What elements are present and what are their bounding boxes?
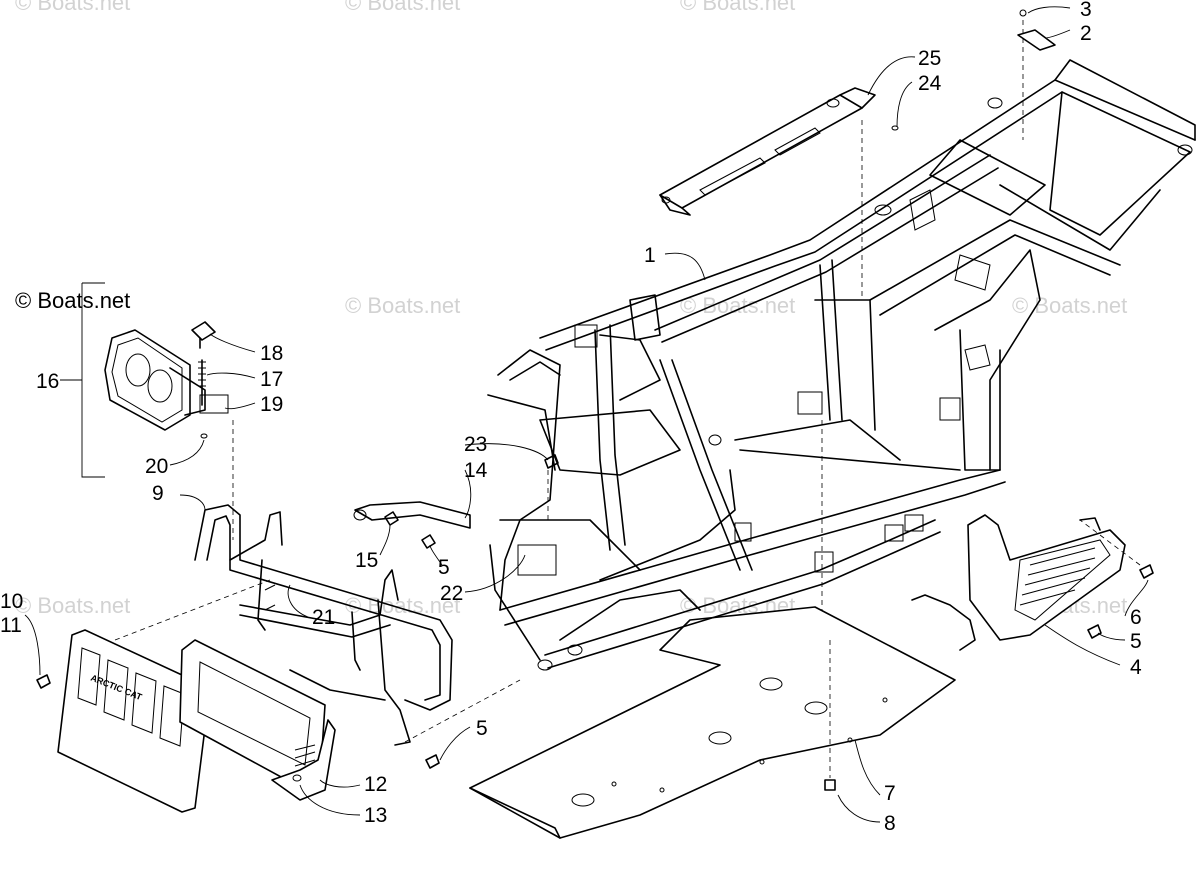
watermark-top-1: © Boats.net xyxy=(345,0,460,15)
mount-bracket xyxy=(353,501,471,529)
watermark-low-0: © Boats.net xyxy=(15,593,130,618)
callout-25: 25 xyxy=(918,47,941,70)
callout-3: 3 xyxy=(1080,0,1092,21)
callout-23: 23 xyxy=(464,433,487,456)
front-rack-bumper xyxy=(194,504,453,746)
callout-10: 10 xyxy=(0,590,23,613)
callout-24: 24 xyxy=(918,72,942,95)
callout-14: 14 xyxy=(464,459,488,482)
leader-lines xyxy=(24,6,1149,823)
heat-shield xyxy=(659,87,876,216)
callout-19: 19 xyxy=(260,393,283,416)
callout-labels: 3 2 25 24 1 18 17 19 16 20 9 23 14 15 5 … xyxy=(0,0,1142,835)
front-bumper-plate xyxy=(179,639,336,801)
watermark-top-0: © Boats.net xyxy=(15,0,130,15)
callout-4: 4 xyxy=(1130,656,1142,679)
callout-18: 18 xyxy=(260,342,283,365)
callout-5-upper: 5 xyxy=(438,556,450,579)
callout-5-right: 5 xyxy=(1130,630,1142,653)
callout-1: 1 xyxy=(644,244,656,267)
callout-13: 13 xyxy=(364,804,387,827)
headlight xyxy=(104,329,229,431)
callout-2: 2 xyxy=(1080,22,1092,45)
callout-8: 8 xyxy=(884,812,896,835)
watermarks: © Boats.net © Boats.net © Boats.net © Bo… xyxy=(15,0,1127,618)
callout-6: 6 xyxy=(1130,606,1142,629)
watermark-mid-3: © Boats.net xyxy=(1012,293,1127,318)
footrest xyxy=(911,514,1126,651)
copyright-label: © Boats.net xyxy=(15,288,131,313)
watermark-mid-1: © Boats.net xyxy=(345,293,460,318)
callout-9: 9 xyxy=(152,482,164,505)
callout-21: 21 xyxy=(312,606,335,629)
fasteners xyxy=(36,9,1154,791)
callout-15: 15 xyxy=(355,549,378,572)
callout-5-lower: 5 xyxy=(476,717,488,740)
callout-11: 11 xyxy=(0,614,22,637)
callout-17: 17 xyxy=(260,368,283,391)
front-grille: ARCTIC CAT xyxy=(57,629,211,813)
callout-20: 20 xyxy=(145,455,168,478)
watermark-top-2: © Boats.net xyxy=(680,0,795,15)
skid-plate xyxy=(469,606,956,839)
callout-22: 22 xyxy=(440,582,463,605)
callout-7: 7 xyxy=(884,782,896,805)
callout-12: 12 xyxy=(364,773,387,796)
main-frame xyxy=(487,59,1196,671)
watermark-mid-2: © Boats.net xyxy=(680,293,795,318)
callout-16: 16 xyxy=(36,370,59,393)
headlight-hardware xyxy=(191,321,216,439)
